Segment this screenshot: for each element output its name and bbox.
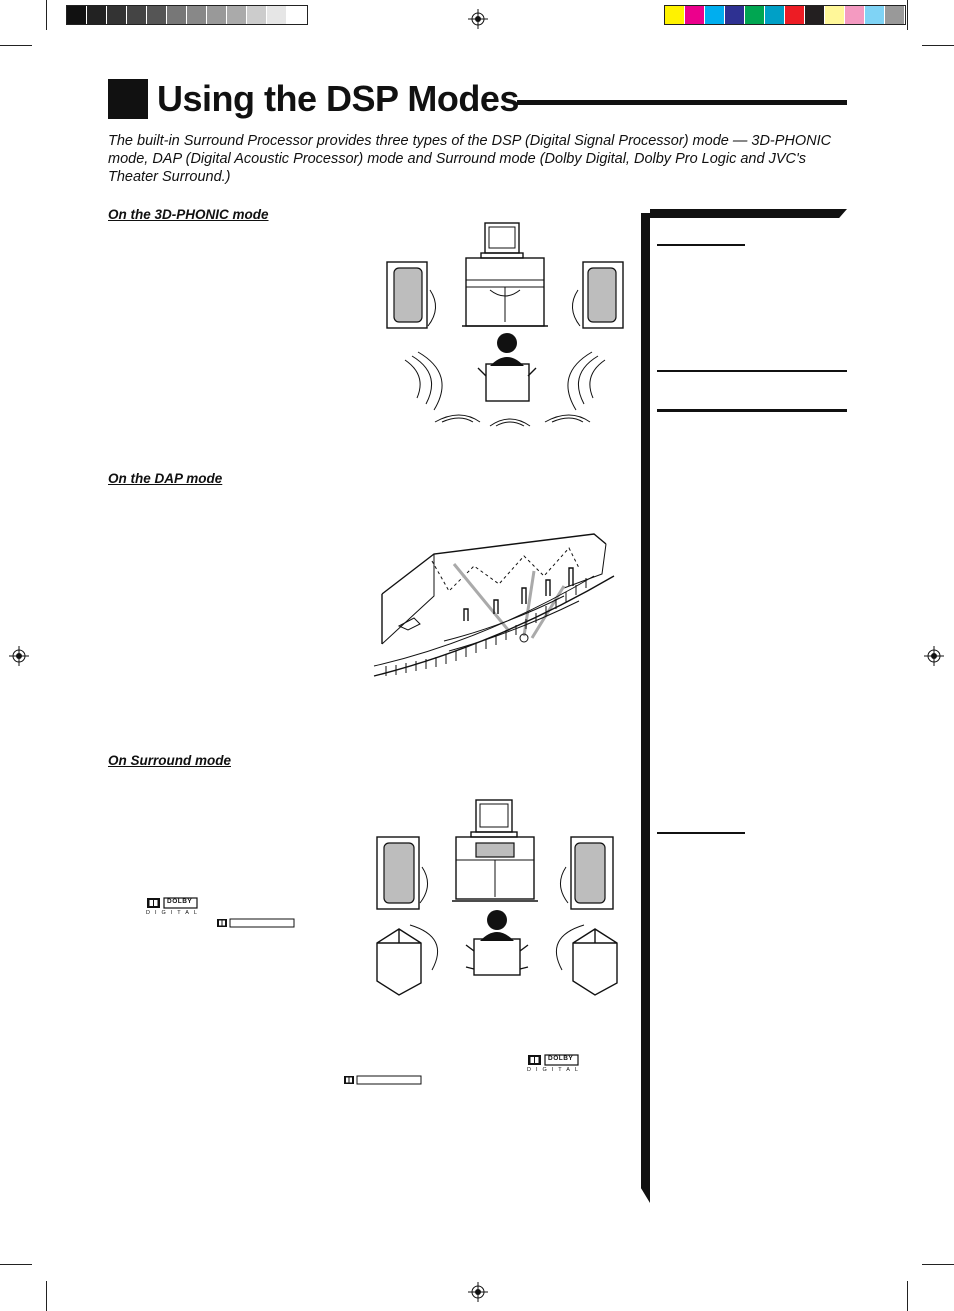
calibration-swatch [745, 6, 765, 24]
calibration-swatch [67, 6, 87, 24]
title-rule [517, 100, 847, 105]
sidebar-vertical-bar [641, 213, 650, 1203]
crop-mark [922, 1264, 954, 1265]
sidebar-header-band [650, 209, 847, 218]
calibration-swatch [765, 6, 785, 24]
3d-phonic-diagram [386, 222, 624, 427]
registration-target-icon [468, 1282, 488, 1302]
calibration-swatch [87, 6, 107, 24]
calibration-swatch [147, 6, 167, 24]
dolby-logo-subtext: DIGITAL [146, 910, 202, 916]
title-square-marker [108, 79, 148, 119]
heading-3d-phonic: On the 3D-PHONIC mode [108, 207, 269, 222]
calibration-swatch [785, 6, 805, 24]
calibration-swatch [885, 6, 905, 24]
sidebar-rule [657, 409, 847, 412]
crop-mark [0, 45, 32, 46]
calibration-swatch [865, 6, 885, 24]
dolby-logo-text: DOLBY [548, 1055, 574, 1062]
crop-mark [907, 1281, 908, 1311]
calibration-swatch [247, 6, 267, 24]
heading-surround: On Surround mode [108, 753, 231, 768]
calibration-swatch [805, 6, 825, 24]
crop-mark [46, 0, 47, 30]
sidebar-rule [657, 832, 745, 834]
color-calibration-bar [664, 5, 906, 25]
sidebar-rule [657, 370, 847, 372]
crop-mark [907, 0, 908, 30]
dolby-logo-subtext: DIGITAL [527, 1067, 583, 1073]
dolby-pro-logic-logo [217, 918, 295, 928]
crop-mark [922, 45, 954, 46]
calibration-swatch [267, 6, 287, 24]
calibration-swatch [207, 6, 227, 24]
calibration-swatch [845, 6, 865, 24]
page-title: Using the DSP Modes [157, 78, 519, 119]
intro-paragraph: The built-in Surround Processor provides… [108, 133, 832, 185]
sidebar-rule [657, 244, 745, 246]
registration-target-icon [9, 646, 29, 666]
calibration-swatch [187, 6, 207, 24]
calibration-swatch [127, 6, 147, 24]
calibration-swatch [705, 6, 725, 24]
registration-target-icon [924, 646, 944, 666]
dolby-digital-logo [528, 1054, 579, 1066]
crop-mark [46, 1281, 47, 1311]
surround-diagram [376, 799, 618, 996]
calibration-swatch [227, 6, 247, 24]
calibration-swatch [725, 6, 745, 24]
dolby-logo-text: DOLBY [167, 898, 193, 905]
registration-target-icon [468, 9, 488, 29]
calibration-swatch [825, 6, 845, 24]
dolby-digital-logo [147, 897, 198, 909]
calibration-swatch [685, 6, 705, 24]
dap-hall-diagram [373, 533, 615, 677]
calibration-swatch [665, 6, 685, 24]
gray-calibration-bar [66, 5, 308, 25]
calibration-swatch [287, 6, 307, 24]
calibration-swatch [167, 6, 187, 24]
calibration-swatch [107, 6, 127, 24]
heading-dap: On the DAP mode [108, 471, 223, 486]
crop-mark [0, 1264, 32, 1265]
dolby-pro-logic-logo [344, 1075, 422, 1085]
